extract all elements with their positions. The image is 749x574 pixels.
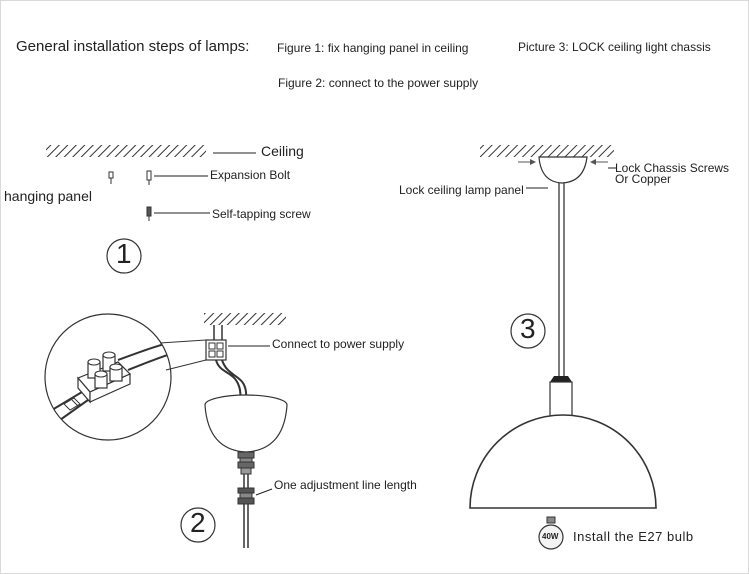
step3-number: 3 bbox=[520, 313, 536, 344]
figure2-caption: Figure 2: connect to the power supply bbox=[278, 76, 479, 90]
lamp-cables bbox=[215, 359, 248, 413]
cord-grip bbox=[237, 451, 255, 475]
step3-number-circle bbox=[510, 313, 546, 349]
self-tapping-screw-label: Self-tapping screw bbox=[212, 207, 311, 221]
lock-screws-label-line2: Or Copper bbox=[615, 172, 672, 186]
adjustment-grip bbox=[237, 487, 255, 505]
hanging-panel-label: hanging panel bbox=[4, 188, 92, 204]
bulb-icon bbox=[538, 516, 564, 550]
supply-wires bbox=[213, 325, 223, 340]
ceiling-hatch bbox=[46, 145, 206, 157]
ceiling-label: Ceiling bbox=[261, 143, 304, 159]
bulb-wattage: 40W bbox=[542, 532, 559, 541]
adjustment-line-label: One adjustment line length bbox=[274, 478, 417, 492]
install-bulb-label: Install the E27 bulb bbox=[573, 529, 694, 544]
adjustment-leader bbox=[255, 488, 273, 496]
dome-shade bbox=[469, 414, 657, 509]
terminal-block-zoomed bbox=[76, 351, 132, 404]
lock-screws-label: Lock Chassis Screws bbox=[615, 161, 730, 175]
step1-number: 1 bbox=[116, 238, 132, 269]
expansion-bolt-icon bbox=[146, 170, 152, 185]
step2-number: 2 bbox=[190, 507, 206, 538]
lock-panel-label: Lock ceiling lamp panel bbox=[399, 183, 524, 197]
step1-number-circle bbox=[106, 238, 142, 274]
panel-screw-icon bbox=[108, 171, 114, 184]
pendant-cable bbox=[558, 183, 565, 376]
lamp-holder bbox=[549, 376, 573, 417]
terminal-block-small bbox=[205, 339, 227, 361]
ceiling-canopy-3 bbox=[538, 156, 588, 184]
lock-arrows bbox=[518, 159, 608, 165]
step2-number-circle bbox=[180, 507, 216, 543]
figure2-group bbox=[44, 313, 288, 548]
self-tapping-screw-icon bbox=[146, 206, 152, 221]
connect-power-label: Connect to power supply bbox=[272, 337, 405, 351]
page-title: General installation steps of lamps: bbox=[16, 38, 250, 55]
picture3-caption: Picture 3: LOCK ceiling light chassis bbox=[518, 40, 711, 54]
zoom-callout bbox=[44, 313, 207, 441]
ceiling2-hatch bbox=[204, 313, 286, 325]
figure1-group bbox=[46, 145, 256, 274]
figure3-group bbox=[469, 145, 657, 550]
canopy-bowl bbox=[204, 394, 288, 453]
figure1-caption: Figure 1: fix hanging panel in ceiling bbox=[277, 41, 469, 55]
expansion-bolt-label: Expansion Bolt bbox=[210, 168, 291, 182]
ceiling3-hatch bbox=[480, 145, 614, 157]
